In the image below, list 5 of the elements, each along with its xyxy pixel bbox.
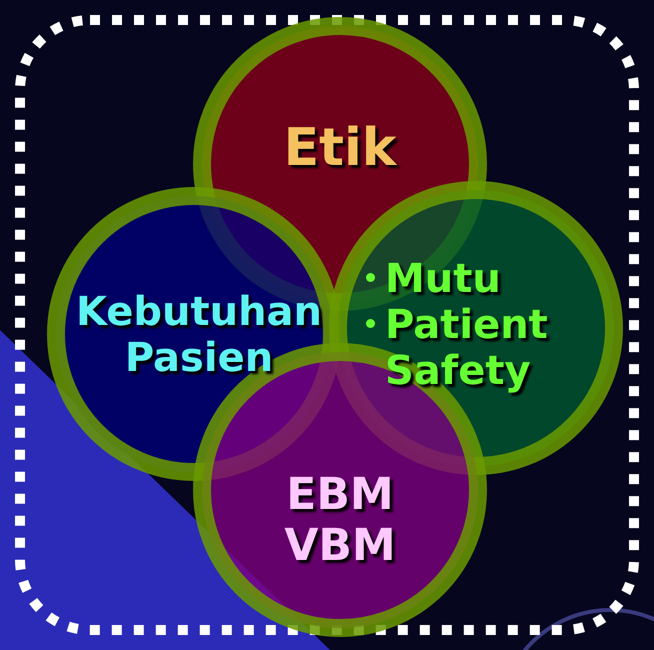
circle-label: Etik bbox=[282, 119, 398, 179]
circle-label: Kebutuhan Pasien bbox=[74, 289, 324, 381]
circle-label: Mutu bbox=[385, 256, 502, 302]
circle-label: EBM bbox=[285, 470, 395, 521]
circle-label: VBM bbox=[283, 520, 397, 572]
